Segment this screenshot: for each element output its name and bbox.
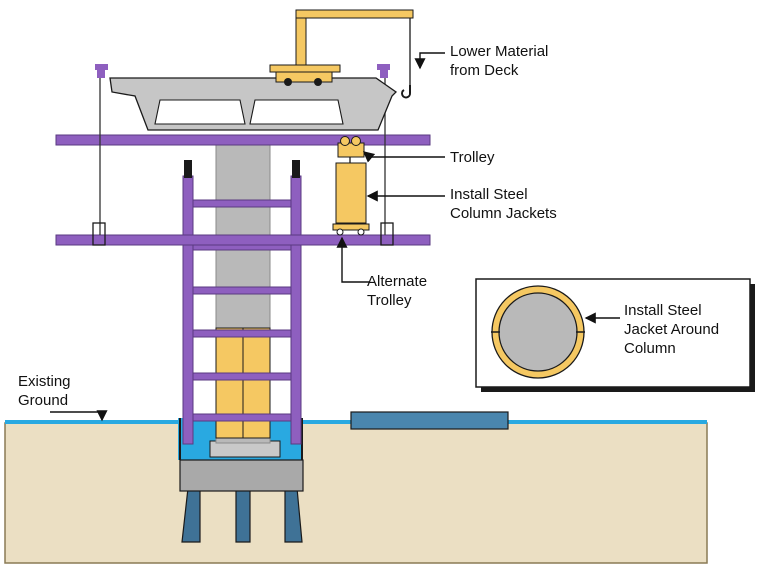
upper-beam [55, 134, 431, 146]
label-alternate-trolley: Trolley [367, 292, 412, 309]
pile-center [235, 487, 251, 543]
label-trolley: Trolley [450, 149, 495, 166]
alternate-trolley-wheel [336, 228, 344, 236]
label-inset-3: Column [624, 340, 676, 357]
lower-beam [55, 234, 431, 246]
label-lower-material: Lower Material [450, 43, 548, 60]
ground-slab [350, 411, 509, 430]
trolley-icon [337, 136, 365, 163]
crane-icon [269, 9, 414, 83]
scaffold-post-right [290, 175, 302, 445]
footing [179, 459, 304, 492]
hook-icon [401, 85, 411, 99]
scaffold [182, 175, 302, 445]
ground-soil [4, 422, 708, 564]
alternate-trolley [332, 223, 370, 231]
label-existing: Existing [18, 373, 71, 390]
crane-wheel [284, 78, 292, 86]
label-inset-1: Install Steel [624, 302, 702, 319]
label-column-jackets: Column Jackets [450, 205, 557, 222]
label-alternate: Alternate [367, 273, 427, 290]
leader-lower-material [414, 52, 445, 70]
hanger-clamp-right [380, 222, 394, 246]
crane-wheel [314, 78, 322, 86]
alternate-trolley-wheel [357, 228, 365, 236]
jack-left [184, 160, 192, 178]
hanger-clamp-left [92, 222, 106, 246]
label-from-deck: from Deck [450, 62, 519, 79]
suspended-jacket [335, 162, 367, 224]
leader-existing-ground [50, 410, 108, 422]
bridge-deck [95, 64, 398, 131]
jack-right [292, 160, 300, 178]
label-install-steel: Install Steel [450, 186, 528, 203]
inset-column [498, 292, 578, 372]
leader-alternate-trolley [336, 236, 370, 283]
label-ground: Ground [18, 392, 68, 409]
label-inset-2: Jacket Around [624, 321, 719, 338]
scaffold-post-left [182, 175, 194, 445]
leader-trolley [362, 151, 445, 163]
